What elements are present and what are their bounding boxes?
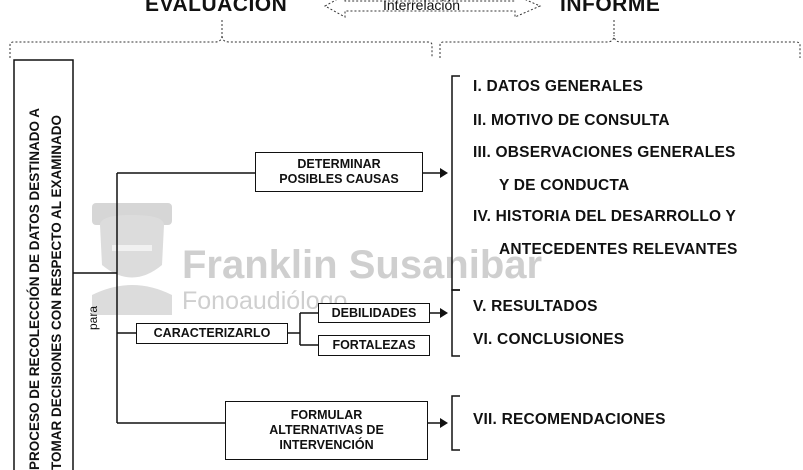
report-item-2: II. MOTIVO DE CONSULTA <box>473 112 670 129</box>
formular-line-1: FORMULAR <box>290 408 363 422</box>
determinar-line-2: POSIBLES CAUSAS <box>279 172 399 186</box>
determinar-line-1: DETERMINAR <box>297 157 381 171</box>
debilidades-label: DEBILIDADES <box>331 305 417 320</box>
formular-box: FORMULAR ALTERNATIVAS DE INTERVENCIÓN <box>225 401 428 460</box>
formular-line-2: ALTERNATIVAS DE <box>269 423 384 437</box>
caracterizarlo-box: CARACTERIZARLO <box>136 323 288 344</box>
informe-title: INFORME <box>560 0 661 16</box>
fortalezas-box: FORTALEZAS <box>318 335 430 356</box>
definition-line-2: TOMAR DECISIONES CON RESPECTO AL EXAMINA… <box>49 114 64 470</box>
formular-line-3: INTERVENCIÓN <box>279 438 374 452</box>
report-item-6: VI. CONCLUSIONES <box>473 331 625 348</box>
para-label: para <box>86 305 100 330</box>
interrelacion-label: Interrelación <box>383 0 461 13</box>
report-item-3: III. OBSERVACIONES GENERALES <box>473 144 736 161</box>
report-item-7: VII. RECOMENDACIONES <box>473 411 666 428</box>
watermark-name: Franklin Susanibar <box>182 243 543 287</box>
definition-line-1: PROCESO DE RECOLECCIÓN DE DATOS DESTINAD… <box>27 107 42 470</box>
debilidades-box: DEBILIDADES <box>318 303 430 323</box>
report-item-1: I. DATOS GENERALES <box>473 78 644 95</box>
report-item-5: V. RESULTADOS <box>473 298 598 315</box>
report-item-3-cont: Y DE CONDUCTA <box>499 177 630 194</box>
determinar-box: DETERMINAR POSIBLES CAUSAS <box>255 152 423 192</box>
caracterizarlo-label: CARACTERIZARLO <box>153 326 271 340</box>
report-item-4: IV. HISTORIA DEL DESARROLLO Y <box>473 208 737 225</box>
report-item-4-cont: ANTECEDENTES RELEVANTES <box>499 241 738 258</box>
fortalezas-label: FORTALEZAS <box>332 338 416 352</box>
watermark-avatar-icon <box>92 203 172 315</box>
evaluacion-title: EVALUACIÓN <box>145 0 288 16</box>
